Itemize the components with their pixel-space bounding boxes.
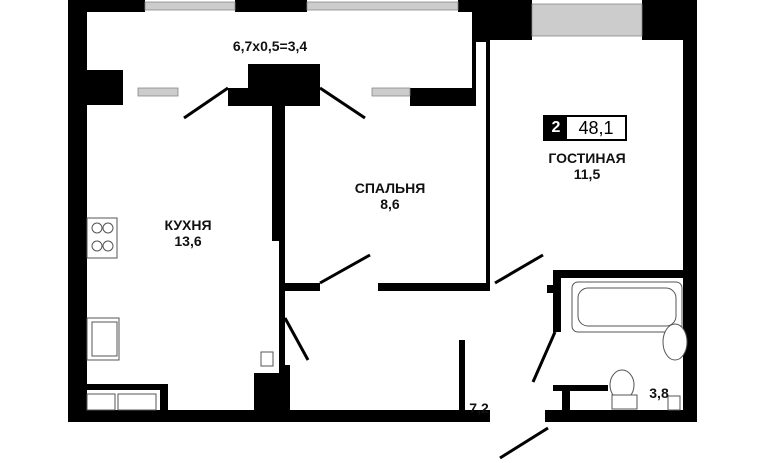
living-room-label: ГОСТИНАЯ 11,5: [548, 150, 625, 182]
apartment-badge: 2 48,1: [543, 115, 627, 141]
kitchen-label: КУХНЯ 13,6: [164, 217, 211, 249]
fixtures: [86, 217, 688, 411]
rooms-count: 2: [545, 117, 567, 139]
living-room-name: ГОСТИНАЯ: [548, 150, 626, 166]
balcony-label: 6,7x0,5=3,4: [232, 38, 308, 54]
hall-area: 7,2: [469, 400, 489, 416]
living-room-area: 11,5: [573, 166, 601, 182]
walls: [68, 0, 697, 422]
kitchen-name: КУХНЯ: [164, 217, 212, 233]
bedroom-label: СПАЛЬНЯ 8,6: [355, 180, 426, 212]
windows: [137, 1, 643, 97]
doors: [183, 86, 557, 460]
bedroom-name: СПАЛЬНЯ: [354, 180, 426, 196]
bedroom-area: 8,6: [380, 196, 400, 212]
kitchen-area: 13,6: [174, 233, 202, 249]
total-area: 48,1: [578, 117, 614, 138]
bathroom-area: 3,8: [649, 385, 669, 401]
